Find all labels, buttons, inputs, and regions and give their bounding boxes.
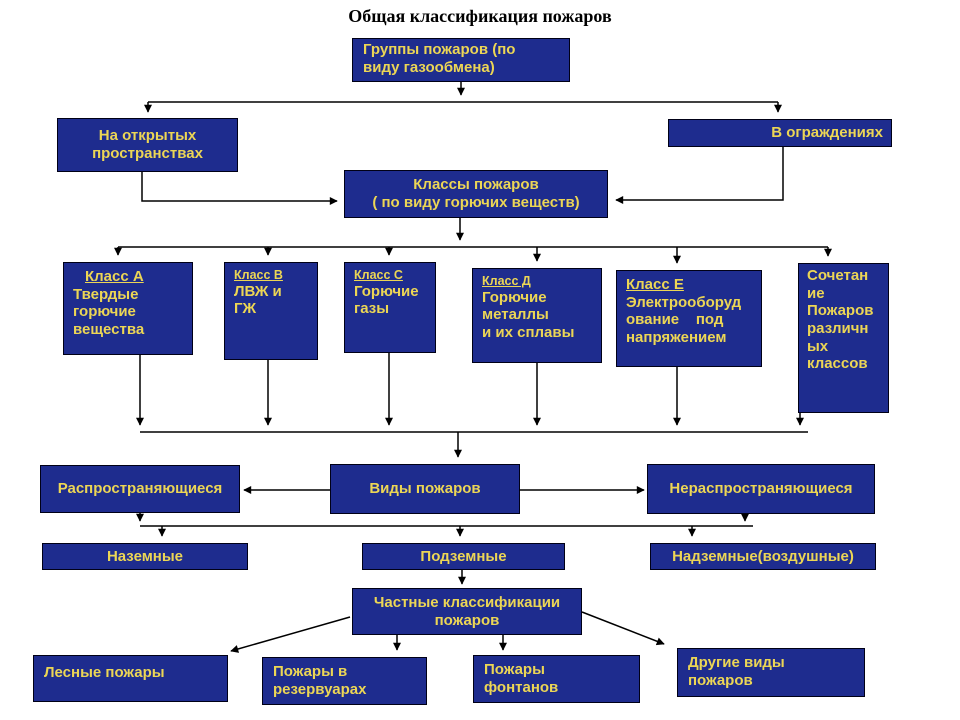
page-title: Общая классификация пожаров xyxy=(348,6,612,26)
class-a-header: Класс А xyxy=(85,268,144,285)
class-d-body: Горючие металлы и их сплавы xyxy=(482,288,575,342)
class-b-header: Класс В xyxy=(234,268,283,282)
node-underground-fires: Подземные xyxy=(362,543,565,570)
node-particular-classifications: Частные классификации пожаров xyxy=(352,588,582,635)
class-e-header: Класс Е xyxy=(626,276,684,293)
node-class-e: Класс Е Электрооборуд ование под напряже… xyxy=(616,270,762,367)
class-c-body: Горючие газы xyxy=(354,282,419,318)
class-d-header: Класс Д xyxy=(482,274,531,288)
node-fountain-fires: Пожары фонтанов xyxy=(473,655,640,703)
node-enclosures: В ограждениях xyxy=(668,119,892,147)
class-b-body: ЛВЖ и ГЖ xyxy=(234,282,282,318)
node-fire-kinds: Виды пожаров xyxy=(330,464,520,514)
node-class-a: Класс А Твердые горючие вещества xyxy=(63,262,193,355)
node-spreading: Распространяющиеся xyxy=(40,465,240,513)
node-tank-fires: Пожары в резервуарах xyxy=(262,657,427,705)
node-aboveground-fires: Надземные(воздушные) xyxy=(650,543,876,570)
node-class-c: Класс С Горючие газы xyxy=(344,262,436,353)
node-ground-fires: Наземные xyxy=(42,543,248,570)
class-c-header: Класс С xyxy=(354,268,403,282)
node-class-d: Класс Д Горючие металлы и их сплавы xyxy=(472,268,602,363)
node-fire-classes: Классы пожаров ( по виду горючих веществ… xyxy=(344,170,608,218)
node-non-spreading: Нераспространяющиеся xyxy=(647,464,875,514)
node-fire-groups: Группы пожаров (по виду газообмена) xyxy=(352,38,570,82)
node-other-fires: Другие виды пожаров xyxy=(677,648,865,697)
class-a-body: Твердые горючие вещества xyxy=(73,285,145,339)
node-open-spaces: На открытых пространствах xyxy=(57,118,238,172)
node-class-b: Класс В ЛВЖ и ГЖ xyxy=(224,262,318,360)
node-class-combination: Сочетан ие Пожаров различн ых классов xyxy=(798,263,889,413)
class-e-body: Электрооборуд ование под напряжением xyxy=(626,293,742,347)
node-forest-fires: Лесные пожары xyxy=(33,655,228,702)
